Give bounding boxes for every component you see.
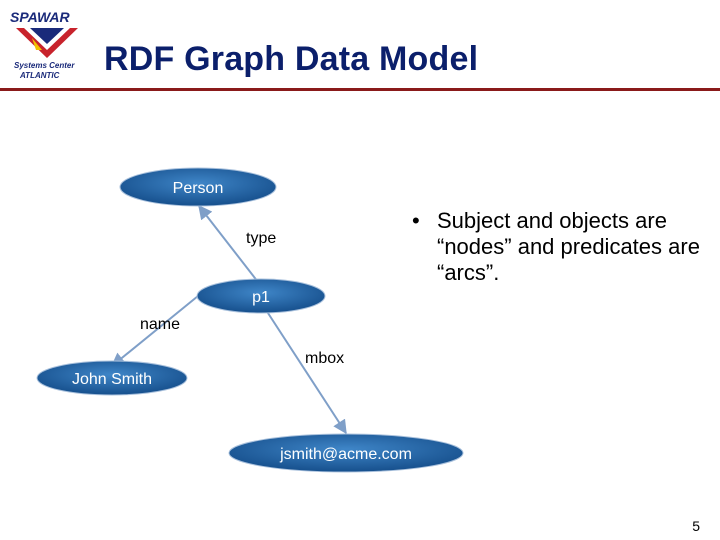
- edge-mbox-arrow: [265, 309, 347, 435]
- page-number: 5: [692, 518, 700, 534]
- edge-type-arrow: [198, 204, 259, 283]
- logo-wordmark: SPAWAR: [10, 9, 71, 25]
- title-divider: [0, 88, 720, 91]
- node-email-label: jsmith@acme.com: [279, 446, 412, 463]
- node-john-smith: John Smith: [36, 360, 188, 396]
- logo-accent-yellow: [32, 38, 42, 50]
- bullet-text: Subject and objects are “nodes” and pred…: [437, 208, 700, 285]
- edge-name-arrow: [110, 295, 199, 367]
- edge-name-label: name: [140, 316, 180, 333]
- logo-line2: ATLANTIC: [19, 71, 60, 80]
- node-p1-label: p1: [252, 289, 270, 306]
- logo-line1: Systems Center: [14, 61, 75, 70]
- edge-mbox-label: mbox: [305, 350, 344, 367]
- spawar-logo: SPAWAR Systems Center ATLANTIC: [10, 9, 78, 80]
- bullet-list: • Subject and objects are “nodes” and pr…: [412, 208, 702, 286]
- bullet-dot: •: [412, 208, 420, 233]
- node-p1: p1: [196, 278, 326, 314]
- node-person: Person: [119, 167, 277, 207]
- node-john-smith-label: John Smith: [72, 371, 152, 388]
- edge-type-label: type: [246, 230, 276, 247]
- logo-chevron-blue: [30, 28, 64, 44]
- node-email: jsmith@acme.com: [228, 433, 464, 473]
- slide-title: RDF Graph Data Model: [104, 40, 479, 78]
- node-person-label: Person: [173, 180, 224, 197]
